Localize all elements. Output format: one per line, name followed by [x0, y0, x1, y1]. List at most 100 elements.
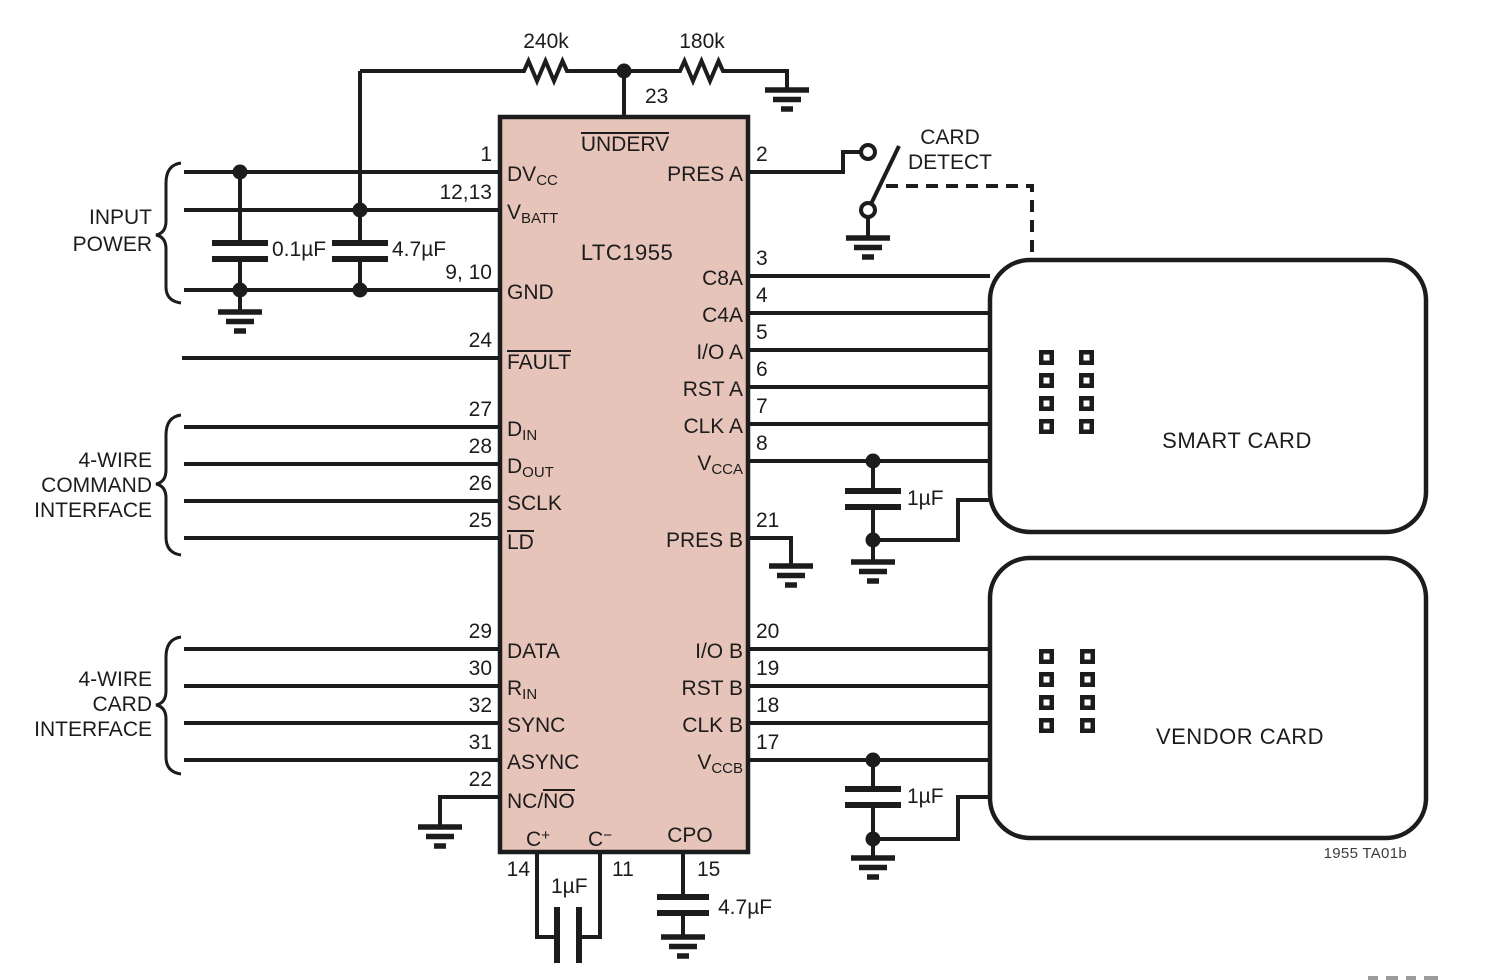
- figure-note: 1955 TA01b: [1323, 845, 1407, 862]
- pin-number-ncno: 22: [468, 768, 492, 791]
- wire-vccb-return: [873, 795, 992, 841]
- brace-card-interface: [155, 635, 182, 776]
- wire-presa: [748, 150, 860, 174]
- vendor-card-outline: [987, 555, 1429, 841]
- pin-label-dvcc: DVCC: [507, 163, 558, 190]
- ground-card-detect: [846, 235, 890, 260]
- cap-vccb-value: 1µF: [907, 785, 944, 808]
- pin-number-sync: 32: [468, 694, 492, 717]
- brace-input-power: [155, 161, 182, 305]
- pin-number-fault: 24: [468, 329, 492, 352]
- pin-number-underv: 23: [645, 85, 669, 108]
- junction-dots: [232, 63, 881, 847]
- card-interface-label: 4-WIRE CARD INTERFACE: [34, 668, 152, 741]
- pin-number-din: 27: [468, 398, 492, 421]
- pin-number-async: 31: [468, 731, 492, 754]
- pin-number-cplus: 14: [506, 858, 530, 881]
- brace-command-interface: [155, 413, 182, 557]
- pin-number-dout: 28: [468, 435, 492, 458]
- pin-label-dout: DOUT: [507, 455, 554, 482]
- pin-number-ld: 25: [468, 509, 492, 532]
- cap-dvcc-value: 0.1µF: [272, 238, 327, 261]
- pin-label-fault: FAULT: [507, 350, 571, 374]
- pin-number-vbatt: 12,13: [439, 181, 492, 204]
- pin-label-vcca: VCCA: [697, 452, 743, 479]
- smart-card-label: SMART CARD: [1162, 428, 1312, 453]
- pin-label-data: DATA: [507, 640, 560, 663]
- wire-ncno-to-ground: [438, 795, 500, 827]
- pin-label-ioa: I/O A: [696, 341, 743, 364]
- resistor-240k-value: 240k: [523, 30, 569, 53]
- pin-label-clkb: CLK B: [682, 714, 743, 737]
- ic-body: [497, 114, 751, 855]
- pin-label-rstb: RST B: [681, 677, 743, 700]
- resistor-180k-value: 180k: [679, 30, 725, 53]
- pin-number-clkb: 18: [756, 694, 780, 717]
- switch-contact-bottom: [859, 201, 877, 219]
- pin-label-cpo: CPO: [667, 824, 713, 847]
- pin-label-underv: UNDERV: [580, 132, 670, 156]
- pin-label-din: DIN: [507, 418, 538, 445]
- pin-label-c4a: C4A: [702, 304, 743, 327]
- pin-number-clka: 7: [756, 395, 768, 418]
- smart-card-outline: [987, 257, 1429, 535]
- pin-number-gnd: 9, 10: [445, 261, 492, 284]
- clipped-print-artifact: [1368, 976, 1438, 980]
- pin-number-data: 29: [468, 620, 492, 643]
- pin-number-rin: 30: [468, 657, 492, 680]
- pin-number-iob: 20: [756, 620, 780, 643]
- cap-vcca-value: 1µF: [907, 487, 944, 510]
- resistor-180k: [676, 55, 727, 87]
- pin-number-presa: 2: [756, 143, 768, 166]
- wire-top-right: [727, 69, 789, 90]
- wire-layer: [155, 55, 1429, 963]
- pin-label-ld: LD: [507, 530, 534, 554]
- command-interface-label: 4-WIRE COMMAND INTERFACE: [34, 449, 152, 522]
- pin-label-sync: SYNC: [507, 714, 566, 737]
- pin-label-vccb: VCCB: [697, 751, 743, 778]
- pin-number-rstb: 19: [756, 657, 780, 680]
- pin-number-vcca: 8: [756, 432, 768, 455]
- pin-number-rsta: 6: [756, 358, 768, 381]
- pin-label-cplus: C+: [526, 827, 550, 851]
- ground-vccb: [851, 855, 895, 880]
- ground-cpo: [661, 934, 705, 959]
- ground-ncno: [418, 824, 462, 849]
- resistor-240k: [520, 55, 571, 87]
- wire-cminus: [582, 852, 602, 939]
- ground-vcca: [851, 559, 895, 584]
- wire-presb-to-ground: [748, 536, 793, 566]
- pin-label-rsta: RST A: [682, 378, 743, 401]
- pin-label-c8a: C8A: [702, 267, 743, 290]
- pin-number-vccb: 17: [756, 731, 780, 754]
- pin-label-async: ASYNC: [507, 751, 580, 774]
- pin-label-clka: CLK A: [683, 415, 743, 438]
- ground-presb: [769, 563, 813, 588]
- cap-vbatt-value: 4.7µF: [392, 238, 447, 261]
- vendor-card-label: VENDOR CARD: [1155, 724, 1325, 749]
- pin-number-c4a: 4: [756, 284, 768, 307]
- ic-part-number: LTC1955: [580, 240, 674, 265]
- card-detect-linkage-dashed: [886, 184, 1034, 257]
- cap-cpo-value: 4.7µF: [718, 896, 773, 919]
- pin-number-ioa: 5: [756, 321, 768, 344]
- pin-label-presb: PRES B: [665, 529, 743, 552]
- pin-label-sclk: SCLK: [507, 492, 562, 515]
- pin-label-ncno: NC/NO: [507, 789, 575, 813]
- pin-number-cminus: 11: [612, 858, 634, 881]
- pin-number-dvcc: 1: [480, 143, 492, 166]
- pin-label-rin: RIN: [507, 677, 538, 704]
- pin-number-c8a: 3: [756, 247, 768, 270]
- wire-cplus: [535, 852, 554, 939]
- ground-180k: [765, 87, 809, 112]
- pin-number-cpo: 15: [697, 858, 721, 881]
- pin-label-vbatt: VBATT: [507, 201, 559, 228]
- pin-number-sclk: 26: [468, 472, 492, 495]
- wire-vcca-return: [873, 498, 992, 542]
- pin-label-cminus: C−: [588, 827, 612, 851]
- ground-input: [218, 309, 262, 334]
- switch-blade: [869, 145, 901, 205]
- input-power-label: INPUT POWER: [72, 206, 152, 256]
